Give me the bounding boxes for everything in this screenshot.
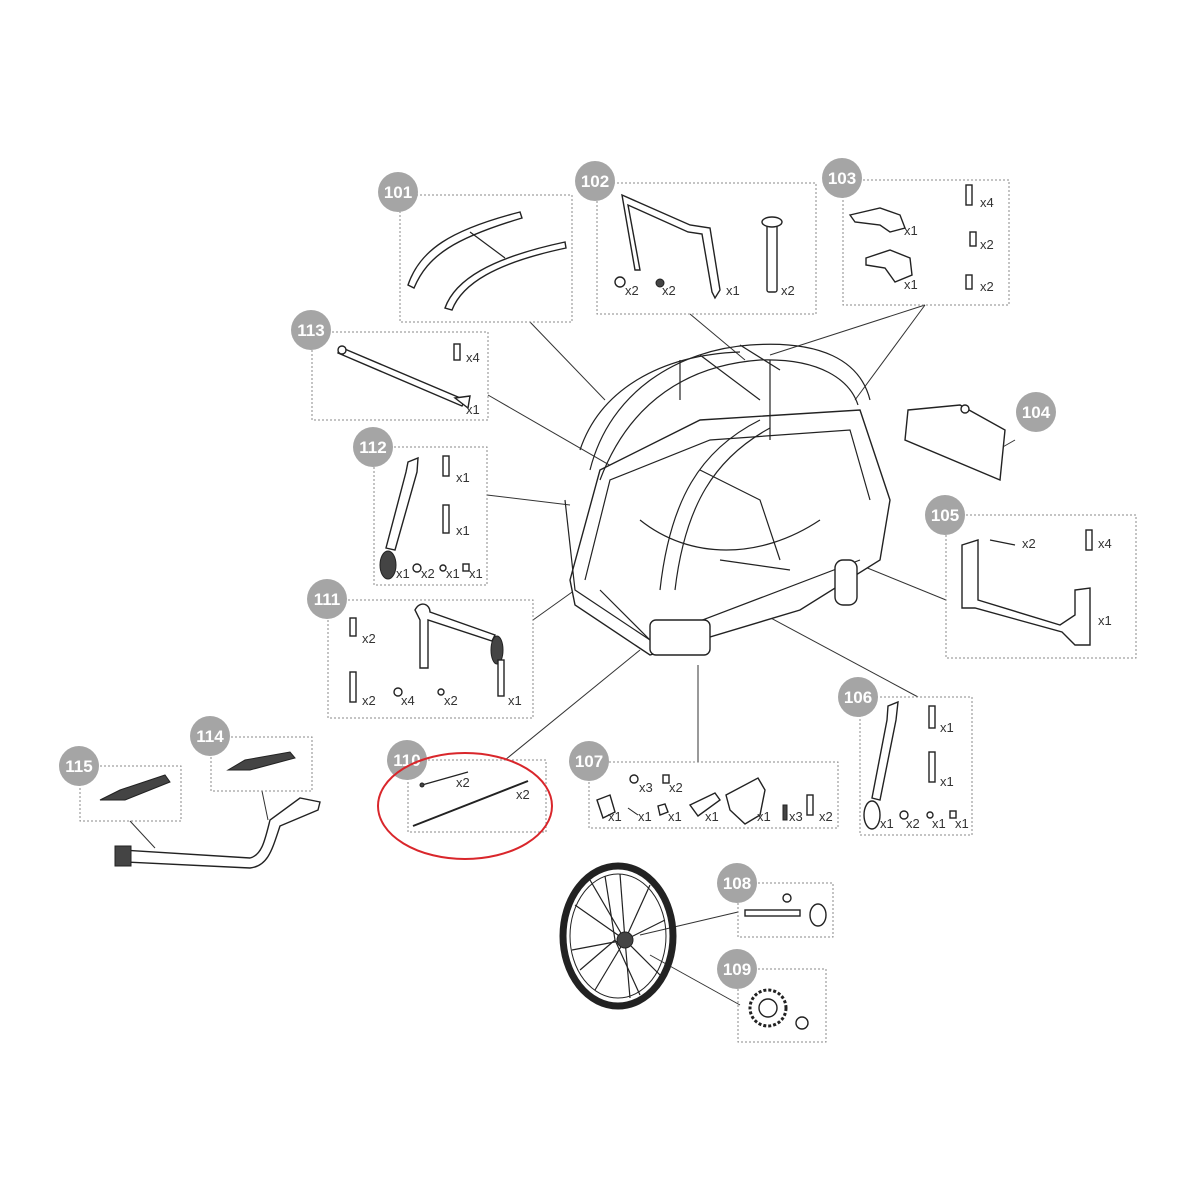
badge-111: 111 (307, 579, 347, 619)
quantity-label: x2 (421, 566, 435, 581)
svg-text:107: 107 (575, 752, 603, 771)
quantity-label: x1 (904, 277, 918, 292)
badge-114: 114 (190, 716, 230, 756)
part-102-group[interactable]: x2 x2 x1 x2 102 (575, 161, 817, 315)
part-107-group[interactable]: x3 x2 x1 x1 x1 x1 x1 x3 x2 107 (569, 741, 839, 829)
svg-text:113: 113 (297, 321, 324, 340)
quantity-label: x2 (819, 809, 833, 824)
badge-110: 110 (387, 740, 427, 780)
svg-text:101: 101 (384, 183, 412, 202)
quantity-label: x4 (980, 195, 994, 210)
quantity-label: x2 (906, 816, 920, 831)
part-111-group[interactable]: x2 x2 x4 x2 x1 111 (307, 579, 534, 719)
quantity-label: x2 (669, 780, 683, 795)
part-110-group[interactable]: x2 x2 110 (377, 740, 553, 860)
part-113-group[interactable]: x4 x1 113 (291, 310, 489, 421)
quantity-label: x1 (940, 720, 954, 735)
badge-108: 108 (717, 863, 757, 903)
svg-text:109: 109 (723, 960, 751, 979)
quantity-label: x2 (516, 787, 530, 802)
badge-113: 113 (291, 310, 331, 350)
badge-105: 105 (925, 495, 965, 535)
part-106-group[interactable]: x1 x1 x1 x2 x1 x1 106 (838, 677, 973, 836)
svg-text:103: 103 (828, 169, 856, 188)
badge-104: 104 (1016, 392, 1056, 432)
part-104-group[interactable]: 104 (904, 392, 1056, 482)
quantity-label: x2 (362, 631, 376, 646)
svg-text:110: 110 (393, 751, 420, 770)
quantity-label: x2 (980, 237, 994, 252)
quantity-label: x1 (940, 774, 954, 789)
quantity-label: x1 (668, 809, 682, 824)
canopy-bar-rear (444, 241, 567, 311)
svg-text:105: 105 (931, 506, 959, 525)
hitch-arm (114, 797, 321, 869)
quantity-label: x2 (1022, 536, 1036, 551)
part-101-group[interactable]: 101 (378, 172, 573, 323)
svg-text:102: 102 (581, 172, 609, 191)
quantity-label: x1 (726, 283, 740, 298)
quantity-label: x2 (625, 283, 639, 298)
part-103-group[interactable]: x1 x1 x4 x2 x2 103 (822, 158, 1010, 306)
trailer-frame-assembly (564, 343, 891, 656)
part-115-group[interactable]: 115 (59, 746, 182, 822)
badge-101: 101 (378, 172, 418, 212)
quantity-label: x2 (980, 279, 994, 294)
quantity-label: x1 (608, 809, 622, 824)
svg-text:111: 111 (314, 590, 341, 609)
quantity-label: x1 (508, 693, 522, 708)
quantity-label: x2 (362, 693, 376, 708)
canopy-bar-front (407, 211, 523, 289)
quantity-label: x1 (638, 809, 652, 824)
quantity-label: x1 (955, 816, 969, 831)
quantity-label: x3 (789, 809, 803, 824)
quantity-label: x1 (466, 402, 480, 417)
svg-text:115: 115 (65, 757, 92, 776)
badge-102: 102 (575, 161, 615, 201)
wheel (559, 862, 677, 1010)
quantity-label: x1 (880, 816, 894, 831)
quantity-label: x4 (466, 350, 480, 365)
quantity-label: x1 (456, 470, 470, 485)
highlight-circle (377, 752, 553, 860)
badge-115: 115 (59, 746, 99, 786)
svg-text:112: 112 (359, 438, 386, 457)
quantity-label: x1 (469, 566, 483, 581)
quantity-label: x1 (757, 809, 771, 824)
quantity-label: x2 (781, 283, 795, 298)
badge-103: 103 (822, 158, 862, 198)
quantity-label: x3 (639, 780, 653, 795)
quantity-label: x4 (1098, 536, 1112, 551)
part-114-group[interactable]: 114 (190, 716, 313, 792)
badge-109: 109 (717, 949, 757, 989)
part-108-group[interactable]: 108 (717, 863, 834, 938)
quantity-label: x1 (1098, 613, 1112, 628)
quantity-label: x1 (446, 566, 460, 581)
badge-112: 112 (353, 427, 393, 467)
part-109-group[interactable]: 109 (717, 949, 827, 1043)
quantity-label: x1 (932, 816, 946, 831)
quantity-label: x2 (444, 693, 458, 708)
quantity-label: x2 (662, 283, 676, 298)
quantity-label: x1 (705, 809, 719, 824)
part-105-group[interactable]: x2 x4 x1 105 (925, 495, 1137, 659)
badge-106: 106 (838, 677, 878, 717)
quantity-label: x2 (456, 775, 470, 790)
svg-text:108: 108 (723, 874, 751, 893)
quantity-label: x1 (904, 223, 918, 238)
quantity-label: x1 (396, 566, 410, 581)
part-112-group[interactable]: x1 x1 x1 x2 x1 x1 112 (353, 427, 488, 586)
svg-text:104: 104 (1022, 403, 1051, 422)
quantity-label: x4 (401, 693, 415, 708)
svg-text:106: 106 (844, 688, 872, 707)
badge-107: 107 (569, 741, 609, 781)
quantity-label: x1 (456, 523, 470, 538)
svg-text:114: 114 (196, 727, 224, 746)
